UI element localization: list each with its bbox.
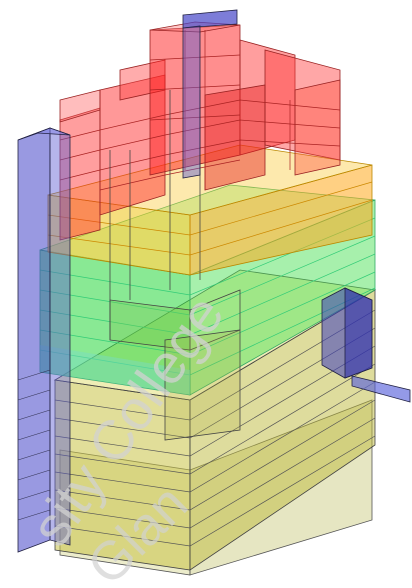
orange-floor-lines xyxy=(47,181,373,275)
blue-left-pillar xyxy=(17,127,71,553)
red-floor-lines xyxy=(59,30,341,191)
inner-boxes xyxy=(109,90,241,441)
blue-side-box xyxy=(321,287,373,379)
blue-ramp xyxy=(351,375,411,403)
blue-pillar-floor-lines xyxy=(17,369,51,521)
blue-top-core xyxy=(182,9,238,179)
red-tower xyxy=(59,21,341,241)
olive-floor-lines xyxy=(54,309,376,547)
cyan-band xyxy=(40,345,190,395)
